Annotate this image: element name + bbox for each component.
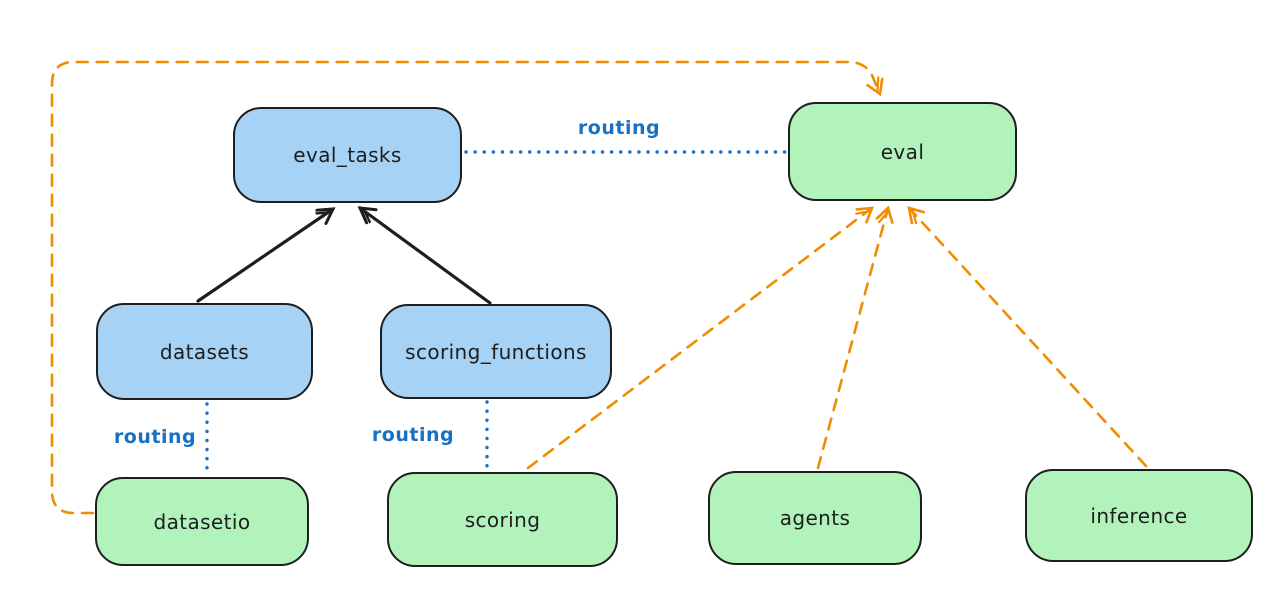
node-eval-tasks: eval_tasks [233,107,462,203]
node-agents-label: agents [779,506,851,530]
node-eval-tasks-label: eval_tasks [293,143,402,167]
node-scoring-functions: scoring_functions [380,304,612,399]
node-agents: agents [708,471,922,565]
routing-label-eval-tasks-eval: routing [577,117,661,139]
edge-scoring-functions-to-eval-tasks [360,208,492,305]
edge-agents-to-eval [816,208,888,470]
node-datasetio: datasetio [95,477,309,566]
routing-label-datasets-datasetio: routing [113,426,197,448]
node-inference: inference [1025,469,1253,562]
routing-label-scoring-functions-scoring: routing [371,424,455,446]
node-datasets-label: datasets [159,339,250,364]
node-scoring-functions-label: scoring_functions [405,339,587,364]
node-datasets: datasets [96,303,313,400]
node-eval: eval [788,102,1017,201]
edge-datasets-to-eval-tasks [196,209,333,303]
node-scoring: scoring [387,472,618,567]
edge-inference-to-eval [909,208,1148,468]
node-datasetio-label: datasetio [153,509,251,534]
edge-scoring-to-eval [526,208,872,470]
node-inference-label: inference [1090,503,1188,528]
node-scoring-label: scoring [464,507,541,532]
node-eval-label: eval [880,139,925,164]
edge-datasetio-to-eval [50,60,880,515]
